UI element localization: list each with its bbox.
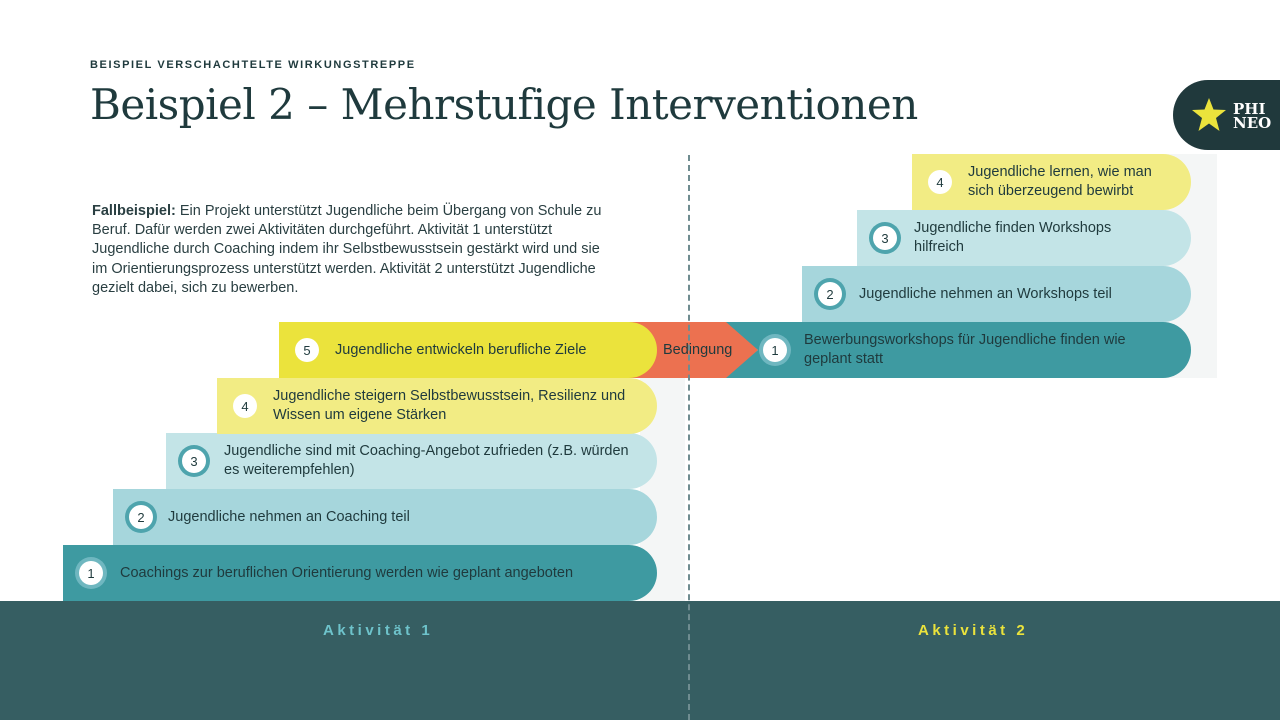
step-text: Jugendliche lernen, wie man sich überzeu… xyxy=(968,164,1152,199)
step-text: Jugendliche entwickeln berufliche Ziele xyxy=(335,341,587,358)
page-title: Beispiel 2 – Mehrstufige Interventionen xyxy=(90,80,918,129)
activity2-label: Aktivität 2 xyxy=(918,622,1029,639)
activity-divider xyxy=(688,155,690,720)
activity2-step-3: 3 Jugendliche finden Workshops hilfreich xyxy=(857,210,1191,266)
activity2-step-2: 2 Jugendliche nehmen an Workshops teil xyxy=(802,266,1191,322)
description-text: Ein Projekt unterstützt Jugendliche beim… xyxy=(92,203,602,296)
activity1-step-4: 4 Jugendliche steigern Selbstbewusstsein… xyxy=(217,378,657,434)
phineo-logo: PHI NEO xyxy=(1173,80,1280,150)
step-text: Bewerbungsworkshops für Jugendliche find… xyxy=(804,332,1126,367)
step-text: Jugendliche sind mit Coaching-Angebot zu… xyxy=(224,443,629,478)
activity1-label: Aktivität 1 xyxy=(323,622,434,639)
step-text: Jugendliche steigern Selbstbewusstsein, … xyxy=(273,388,626,423)
step-number-badge: 4 xyxy=(233,394,257,418)
step-number-badge: 5 xyxy=(295,338,319,362)
footer-band xyxy=(0,601,1280,720)
activity1-step-2: 2 Jugendliche nehmen an Coaching teil xyxy=(113,489,657,545)
case-description: Fallbeispiel: Ein Projekt unterstützt Ju… xyxy=(92,202,612,298)
step-text: Jugendliche nehmen an Coaching teil xyxy=(168,508,410,525)
step-number-badge: 1 xyxy=(763,338,787,362)
step-text: Coachings zur beruflichen Orientierung w… xyxy=(120,564,574,581)
activity2-step-4: 4 Jugendliche lernen, wie man sich überz… xyxy=(912,154,1191,210)
step-number-badge: 1 xyxy=(79,561,103,585)
star-icon xyxy=(1192,98,1226,131)
step-text: Jugendliche finden Workshops hilfreich xyxy=(914,220,1112,255)
step-number-badge: 3 xyxy=(873,226,897,250)
logo-text-neo: NEO xyxy=(1233,114,1272,132)
step-number-badge: 3 xyxy=(182,449,206,473)
activity2-step-1: 1 Bewerbungsworkshops für Jugendliche fi… xyxy=(726,322,1191,378)
step-number-badge: 4 xyxy=(928,170,952,194)
step-text: Jugendliche nehmen an Workshops teil xyxy=(859,285,1112,302)
activity1-step-5: 5 Jugendliche entwickeln berufliche Ziel… xyxy=(279,322,657,378)
step-number-badge: 2 xyxy=(129,505,153,529)
section-kicker: BEISPIEL VERSCHACHTELTE WIRKUNGSTREPPE xyxy=(90,59,416,71)
step-number-badge: 2 xyxy=(818,282,842,306)
activity1-step-3: 3 Jugendliche sind mit Coaching-Angebot … xyxy=(166,433,657,489)
condition-label: Bedingung xyxy=(663,342,733,358)
logo-text-phi: PHI xyxy=(1233,100,1266,118)
activity1-step-1: 1 Coachings zur beruflichen Orientierung… xyxy=(63,545,657,601)
description-label: Fallbeispiel: xyxy=(92,203,176,219)
